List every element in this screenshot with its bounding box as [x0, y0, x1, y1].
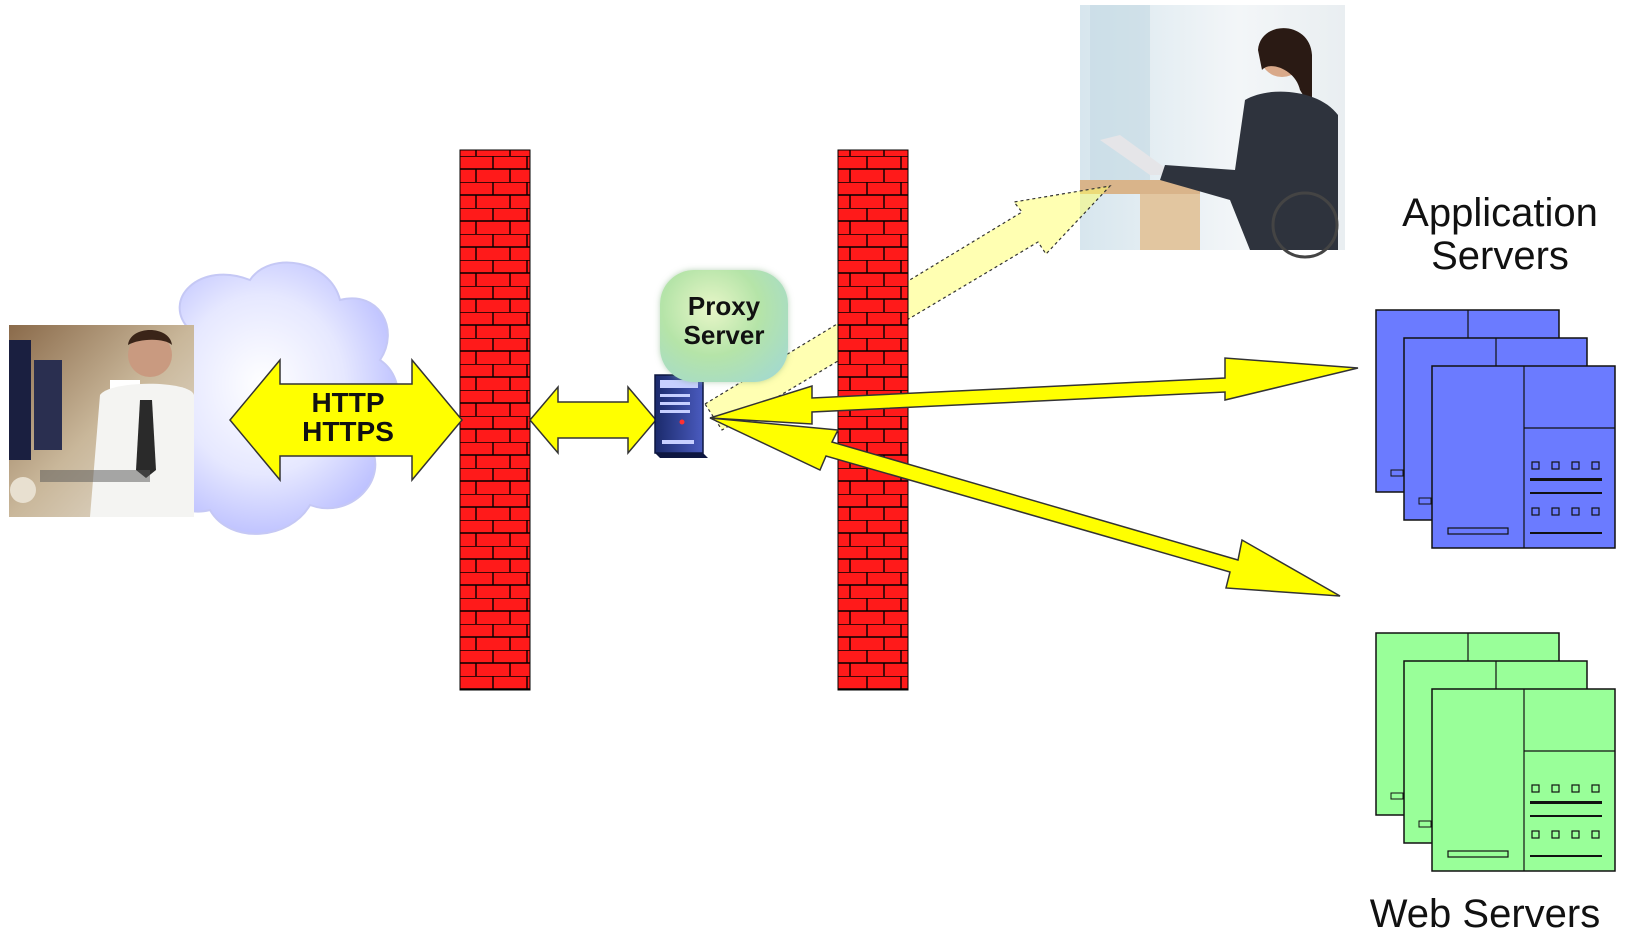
proxy-label-line1: Proxy: [687, 291, 761, 321]
protocol-label: HTTP HTTPS: [258, 388, 438, 447]
app-server-arrow: [709, 357, 1359, 425]
app-servers-label: Application Servers: [1370, 191, 1627, 279]
proxy-server-icon: [654, 374, 708, 458]
app-servers-stack: [1375, 309, 1616, 549]
protocol-label-https: HTTPS: [302, 416, 394, 448]
http-double-arrow: [229, 357, 463, 483]
proxy-double-arrow: [529, 384, 657, 456]
web-server-arrow: [709, 417, 1341, 597]
web-servers-stack: [1375, 632, 1616, 872]
proxy-label-line2: Server: [683, 319, 765, 350]
app-servers-label-line2: Servers: [1431, 234, 1569, 279]
web-servers-label: Web Servers: [1369, 892, 1601, 936]
protocol-label-http: HTTP: [311, 387, 385, 418]
proxy-server-label: Proxy Server: [660, 292, 788, 349]
remote-worker-photo: [1080, 5, 1345, 259]
firewall-right: [837, 149, 909, 691]
office-worker-photo: [9, 325, 194, 517]
firewall-left: [459, 149, 531, 691]
proxy-server-bubble: [660, 270, 788, 382]
app-servers-label-line1: Application: [1402, 191, 1598, 235]
